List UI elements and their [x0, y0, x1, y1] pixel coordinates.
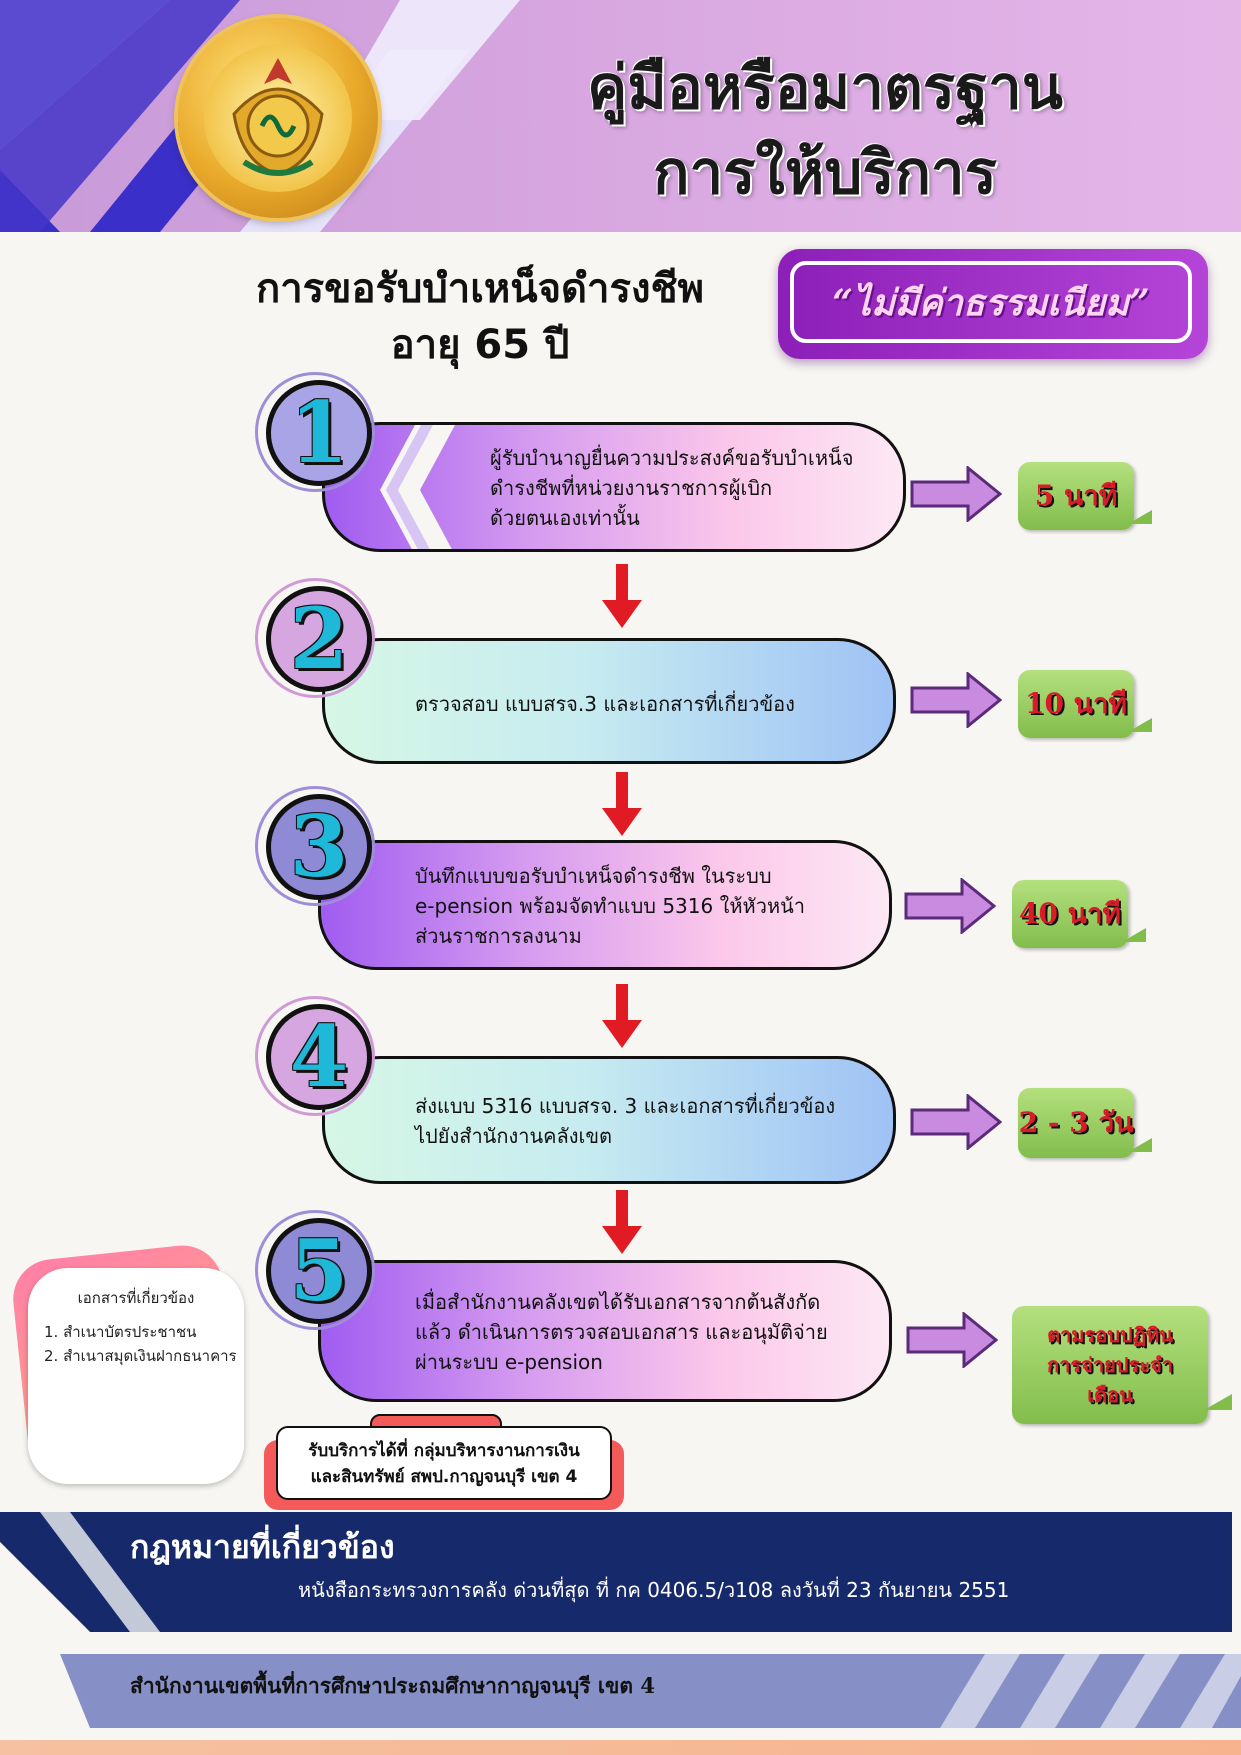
- step-3-card: บันทึกแบบขอรับบำเหน็จดำรงชีพ ในระบบ e-pe…: [318, 840, 892, 970]
- service-place-line1: รับบริการได้ที่ กลุ่มบริหารงานการเงิน: [308, 1441, 580, 1461]
- step-3-number: 3: [289, 797, 349, 896]
- right-arrow-icon: [910, 672, 1002, 728]
- page-title-line2: การให้บริการ: [653, 138, 997, 208]
- law-title: กฎหมายที่เกี่ยวข้อง: [130, 1528, 395, 1566]
- step-4-ring: [255, 996, 375, 1116]
- step-1-card: ผู้รับบำนาญยื่นความประสงค์ขอรับบำเหน็จ ด…: [322, 422, 906, 552]
- header-banner: คู่มือหรือมาตรฐาน การให้บริการ: [0, 0, 1241, 232]
- step-5-badge: 5: [266, 1218, 372, 1324]
- right-arrow-icon: [906, 1312, 998, 1368]
- fee-badge-frame: “ไม่มีค่าธรรมเนียม”: [790, 261, 1192, 343]
- step-2-time-badge: 10 นาที: [1018, 670, 1134, 738]
- obec-emblem-icon: [178, 18, 378, 218]
- speech-tail: [1128, 510, 1152, 524]
- speech-tail: [1128, 718, 1152, 732]
- step-1-number: 1: [289, 383, 349, 482]
- step-3-text-line3: ส่วนราชการลงนาม: [415, 924, 582, 948]
- step-5-text-line1: เมื่อสำนักงานคลังเขตได้รับเอกสารจากต้นสั…: [415, 1290, 821, 1314]
- step-5-time-line3: เดือน: [1087, 1383, 1133, 1407]
- step-3-ring: [255, 786, 375, 906]
- step-5-number: 5: [289, 1221, 349, 1320]
- step-2-ring: [255, 578, 375, 698]
- down-arrow-icon: [602, 564, 642, 628]
- office-banner: [0, 1654, 1241, 1728]
- step-4-time: 2 - 3 วัน: [1018, 1106, 1134, 1139]
- step-1-time-badge: 5 นาที: [1018, 462, 1134, 530]
- step-1-text-line3: ด้วยตนเองเท่านั้น: [490, 506, 640, 530]
- speech-tail: [1128, 1138, 1152, 1152]
- speech-tail: [1122, 928, 1146, 942]
- documents-title: เอกสารที่เกี่ยวข้อง: [77, 1289, 195, 1307]
- step-5-time-line2: การจ่ายประจำ: [1047, 1353, 1173, 1377]
- step-5-time-badge: ตามรอบปฏิทิน การจ่ายประจำ เดือน: [1012, 1306, 1208, 1424]
- step-4-time-badge: 2 - 3 วัน: [1018, 1088, 1134, 1158]
- emblem-center: [204, 44, 352, 192]
- step-2-badge: 2: [266, 586, 372, 692]
- service-title-line1: การขอรับบำเหน็จดำรงชีพ: [255, 266, 705, 312]
- step-1-ring: [255, 372, 375, 492]
- step-4-card: ส่งแบบ 5316 แบบสรจ. 3 และเอกสารที่เกี่ยว…: [322, 1056, 896, 1184]
- step-1-text-line2: ดำรงชีพที่หน่วยงานราชการผู้เบิก: [490, 476, 773, 500]
- step-2-text-line1: ตรวจสอบ แบบสรจ.3 และเอกสารที่เกี่ยวข้อง: [415, 692, 795, 716]
- documents-card: เอกสารที่เกี่ยวข้อง 1. สำเนาบัตรประชาชน …: [28, 1268, 244, 1484]
- step-4-number: 4: [289, 1007, 349, 1106]
- law-text: หนังสือกระทรวงการคลัง ด่วนที่สุด ที่ กค …: [298, 1578, 1010, 1602]
- document-item: 1. สำเนาบัตรประชาชน: [44, 1323, 197, 1341]
- down-arrow-icon: [602, 772, 642, 836]
- service-place-card: รับบริการได้ที่ กลุ่มบริหารงานการเงิน แล…: [276, 1426, 612, 1500]
- fee-badge: “ไม่มีค่าธรรมเนียม”: [778, 249, 1208, 359]
- step-1-time: 5 นาที: [1034, 479, 1118, 512]
- law-banner: [0, 1512, 1232, 1632]
- office-name: สำนักงานเขตพื้นที่การศึกษาประถมศึกษากาญจ…: [130, 1673, 655, 1698]
- step-3-text-line1: บันทึกแบบขอรับบำเหน็จดำรงชีพ ในระบบ: [415, 864, 772, 888]
- step-3-badge: 3: [266, 794, 372, 900]
- step-5-card: เมื่อสำนักงานคลังเขตได้รับเอกสารจากต้นสั…: [318, 1260, 892, 1402]
- bottom-strip: [0, 1740, 1241, 1755]
- step-5-ring: [255, 1210, 375, 1330]
- step-4-text-line1: ส่งแบบ 5316 แบบสรจ. 3 และเอกสารที่เกี่ยว…: [415, 1094, 836, 1118]
- down-arrow-icon: [602, 1190, 642, 1254]
- emblem-drawing: [232, 58, 324, 176]
- step-5-text-line3: ผ่านระบบ e-pension: [415, 1350, 603, 1374]
- speech-tail: [1204, 1394, 1232, 1410]
- step-3-time: 40 นาที: [1018, 897, 1122, 930]
- right-arrow-icon: [910, 466, 1002, 522]
- fee-text: “ไม่มีค่าธรรมเนียม”: [832, 281, 1150, 324]
- down-arrow-icon: [602, 984, 642, 1048]
- service-place-line2: และสินทรัพย์ สพป.กาญจนบุรี เขต 4: [310, 1467, 578, 1487]
- step-1-text-line1: ผู้รับบำนาญยื่นความประสงค์ขอรับบำเหน็จ: [490, 446, 854, 470]
- step-2-time: 10 นาที: [1024, 687, 1128, 720]
- step-4-badge: 4: [266, 1004, 372, 1110]
- step-5-time-line1: ตามรอบปฏิทิน: [1047, 1323, 1173, 1347]
- right-arrow-icon: [904, 878, 996, 934]
- step-2-number: 2: [289, 589, 349, 688]
- document-item: 2. สำเนาสมุดเงินฝากธนาคาร: [44, 1347, 237, 1365]
- step-2-card: ตรวจสอบ แบบสรจ.3 และเอกสารที่เกี่ยวข้อง: [322, 638, 896, 764]
- right-arrow-icon: [910, 1094, 1002, 1150]
- page-title-line1: คู่มือหรือมาตรฐาน: [587, 53, 1063, 123]
- step-1-badge: 1: [266, 380, 372, 486]
- step-4-text-line2: ไปยังสำนักงานคลังเขต: [415, 1124, 613, 1148]
- step-1-chevron: [380, 425, 455, 549]
- step-3-time-badge: 40 นาที: [1012, 880, 1128, 948]
- step-3-text-line2: e-pension พร้อมจัดทำแบบ 5316 ให้หัวหน้า: [415, 894, 806, 918]
- service-title-line2: อายุ 65 ปี: [390, 322, 570, 368]
- step-5-text-line2: แล้ว ดำเนินการตรวจสอบเอกสาร และอนุมัติจ่…: [415, 1320, 828, 1344]
